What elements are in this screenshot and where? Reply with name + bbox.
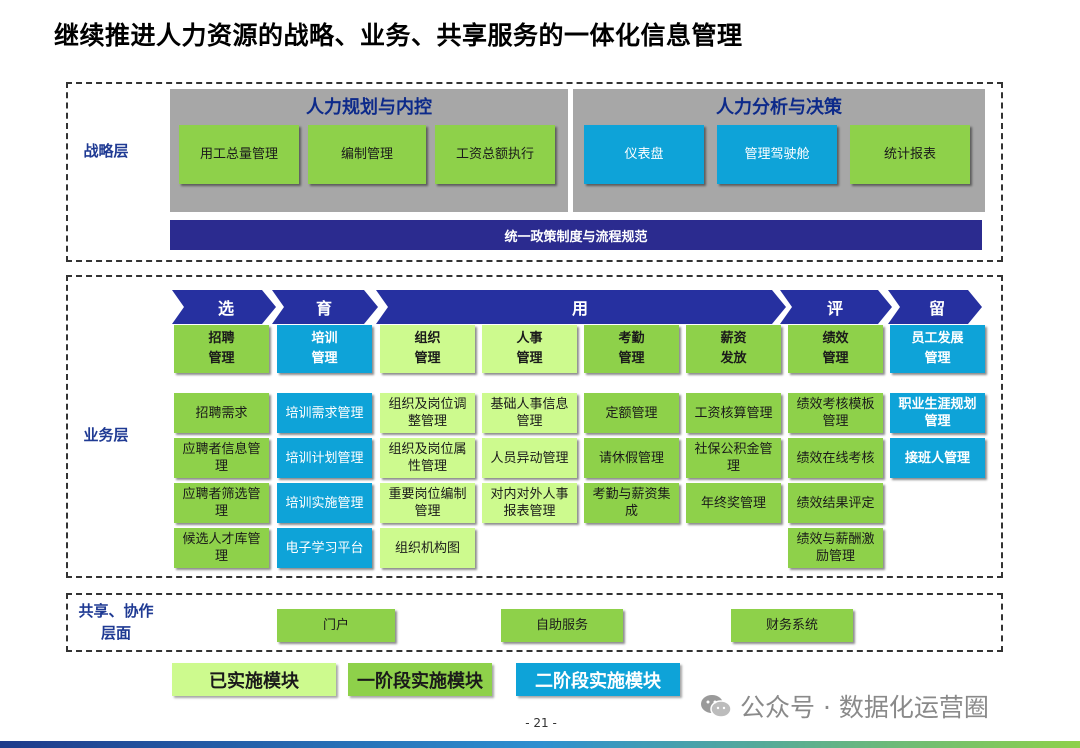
- column-head-attendance: 考勤 管理: [584, 325, 679, 373]
- module-cell: 绩效与薪酬激励管理: [788, 528, 883, 568]
- module-cell: 培训计划管理: [277, 438, 372, 478]
- module-cell: 组织及岗位属性管理: [380, 438, 475, 478]
- module-cell: 绩效考核模板管理: [788, 393, 883, 433]
- module-cell: 考勤与薪资集成: [584, 483, 679, 523]
- module-cell: 电子学习平台: [277, 528, 372, 568]
- shared-item-portal: 门户: [277, 609, 395, 642]
- head-line: 考勤: [618, 331, 645, 346]
- column-head-performance: 绩效 管理: [788, 325, 883, 373]
- shared-layer-label: 共享、协作 层面: [68, 600, 164, 644]
- column-head-training: 培训 管理: [277, 325, 372, 373]
- head-line: 管理: [924, 351, 951, 366]
- strategy-item: 仪表盘: [584, 125, 704, 184]
- arrow-use-shape: [376, 290, 786, 324]
- policy-bar: 统一政策制度与流程规范: [170, 220, 982, 250]
- wechat-icon: [700, 693, 732, 719]
- head-line: 管理: [516, 351, 543, 366]
- module-cell: 招聘需求: [174, 393, 269, 433]
- module-cell: 请休假管理: [584, 438, 679, 478]
- arrow-retain-label: 留: [928, 299, 945, 318]
- module-cell: 应聘者信息管理: [174, 438, 269, 478]
- arrow-retain-shape: [888, 290, 982, 324]
- head-line: 招聘: [208, 331, 235, 346]
- strategy-item: 工资总额执行: [435, 125, 555, 184]
- strategy-item: 统计报表: [850, 125, 970, 184]
- shared-layer: [66, 593, 1003, 652]
- business-layer-label: 业务层: [83, 426, 129, 444]
- head-line: 管理: [618, 351, 645, 366]
- module-cell: 组织机构图: [380, 528, 475, 568]
- module-cell: 年终奖管理: [686, 483, 781, 523]
- head-line: 员工发展: [911, 331, 964, 346]
- arrow-use-label: 用: [571, 299, 588, 318]
- legend-phase2: 二阶段实施模块: [516, 663, 680, 696]
- strategy-item: 管理驾驶舱: [717, 125, 837, 184]
- head-line: 绩效: [822, 331, 849, 346]
- legend-implemented: 已实施模块: [172, 663, 336, 696]
- analysis-panel-title: 人力分析与决策: [716, 97, 842, 118]
- head-line: 培训: [311, 331, 338, 346]
- arrow-develop-shape: [272, 290, 378, 324]
- strategy-layer-label: 战略层: [83, 142, 129, 160]
- module-cell: 应聘者筛选管理: [174, 483, 269, 523]
- business-layer: [66, 275, 1003, 578]
- column-head-org: 组织 管理: [380, 325, 475, 373]
- shared-label-line: 层面: [100, 624, 131, 642]
- module-cell: 基础人事信息管理: [482, 393, 577, 433]
- module-cell: 绩效结果评定: [788, 483, 883, 523]
- column-head-development: 员工发展 管理: [890, 325, 985, 373]
- head-line: 发放: [720, 351, 747, 366]
- module-cell: 接班人管理: [890, 438, 985, 478]
- module-cell: 人员异动管理: [482, 438, 577, 478]
- module-cell: 组织及岗位调整管理: [380, 393, 475, 433]
- shared-item-selfservice: 自助服务: [501, 609, 623, 642]
- stage-arrows: [172, 290, 982, 324]
- module-cell: 候选人才库管理: [174, 528, 269, 568]
- page-number: - 21 -: [525, 716, 557, 730]
- strategy-layer: [66, 82, 1003, 262]
- arrow-develop-label: 育: [315, 299, 332, 318]
- module-cell: 重要岗位编制管理: [380, 483, 475, 523]
- footer-stripe: [0, 741, 1080, 748]
- shared-label-line: 共享、协作: [78, 602, 154, 620]
- module-cell: 对内对外人事报表管理: [482, 483, 577, 523]
- module-cell: 培训实施管理: [277, 483, 372, 523]
- legend-phase1: 一阶段实施模块: [348, 663, 492, 696]
- shared-item-finance: 财务系统: [731, 609, 853, 642]
- arrow-evaluate-shape: [780, 290, 892, 324]
- page-title: 继续推进人力资源的战略、业务、共享服务的一体化信息管理: [54, 21, 743, 50]
- head-line: 人事: [516, 331, 543, 346]
- arrow-select-shape: [172, 290, 276, 324]
- head-line: 组织: [414, 331, 441, 346]
- watermark: 公众号 · 数据化运营圈: [700, 688, 989, 724]
- head-line: 管理: [822, 351, 849, 366]
- watermark-text: 公众号 · 数据化运营圈: [740, 693, 989, 722]
- head-line: 管理: [311, 351, 338, 366]
- arrow-select-label: 选: [217, 299, 234, 318]
- column-head-personnel: 人事 管理: [482, 325, 577, 373]
- arrow-evaluate-label: 评: [826, 299, 843, 318]
- head-line: 管理: [414, 351, 441, 366]
- module-cell: 定额管理: [584, 393, 679, 433]
- column-head-payroll: 薪资 发放: [686, 325, 781, 373]
- module-cell: 工资核算管理: [686, 393, 781, 433]
- head-line: 管理: [208, 351, 235, 366]
- module-cell: 绩效在线考核: [788, 438, 883, 478]
- planning-panel-title: 人力规划与内控: [306, 97, 432, 118]
- module-cell: 培训需求管理: [277, 393, 372, 433]
- head-line: 薪资: [720, 331, 747, 346]
- strategy-item: 编制管理: [308, 125, 426, 184]
- module-cell: 职业生涯规划管理: [890, 393, 985, 433]
- column-head-recruit: 招聘 管理: [174, 325, 269, 373]
- module-cell: 社保公积金管理: [686, 438, 781, 478]
- strategy-item: 用工总量管理: [179, 125, 299, 184]
